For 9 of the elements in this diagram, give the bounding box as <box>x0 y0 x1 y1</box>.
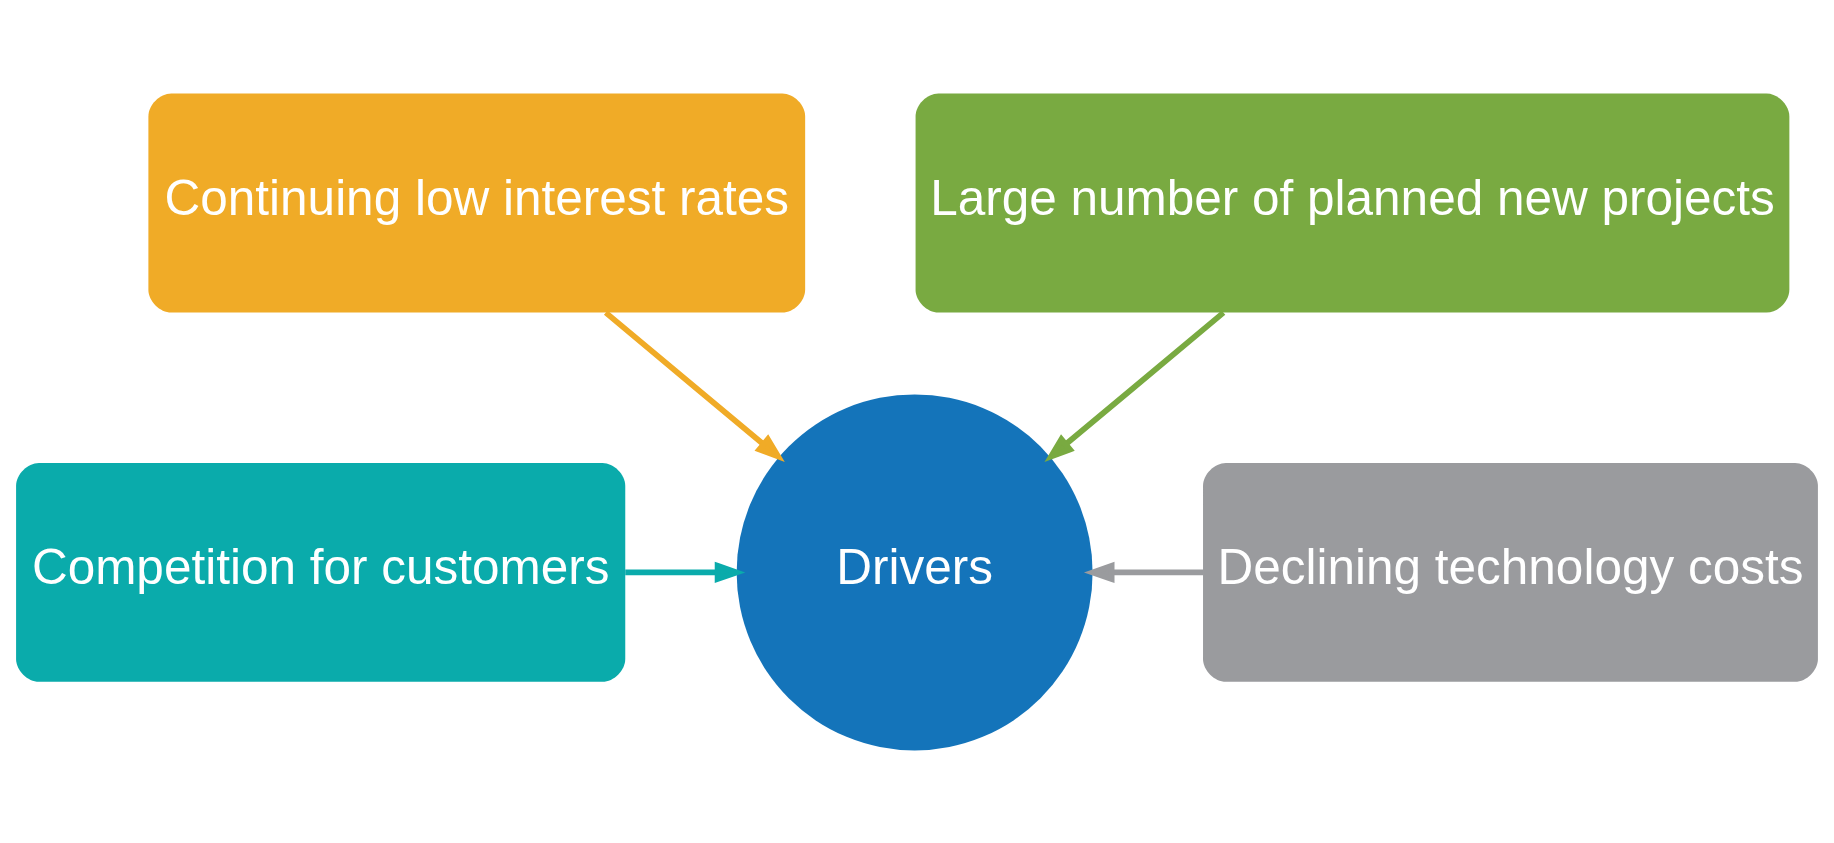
node-circle: Drivers <box>736 393 1093 750</box>
node-box: Competition for customers <box>16 462 626 682</box>
arrow <box>603 310 785 462</box>
node-box: Continuing low interest rates <box>148 93 806 313</box>
arrow <box>1044 310 1226 462</box>
node-box: Large number of planned new projects <box>915 93 1790 313</box>
arrow <box>625 561 746 583</box>
node-box: Declining technology costs <box>1203 462 1818 682</box>
arrow <box>1083 561 1204 583</box>
